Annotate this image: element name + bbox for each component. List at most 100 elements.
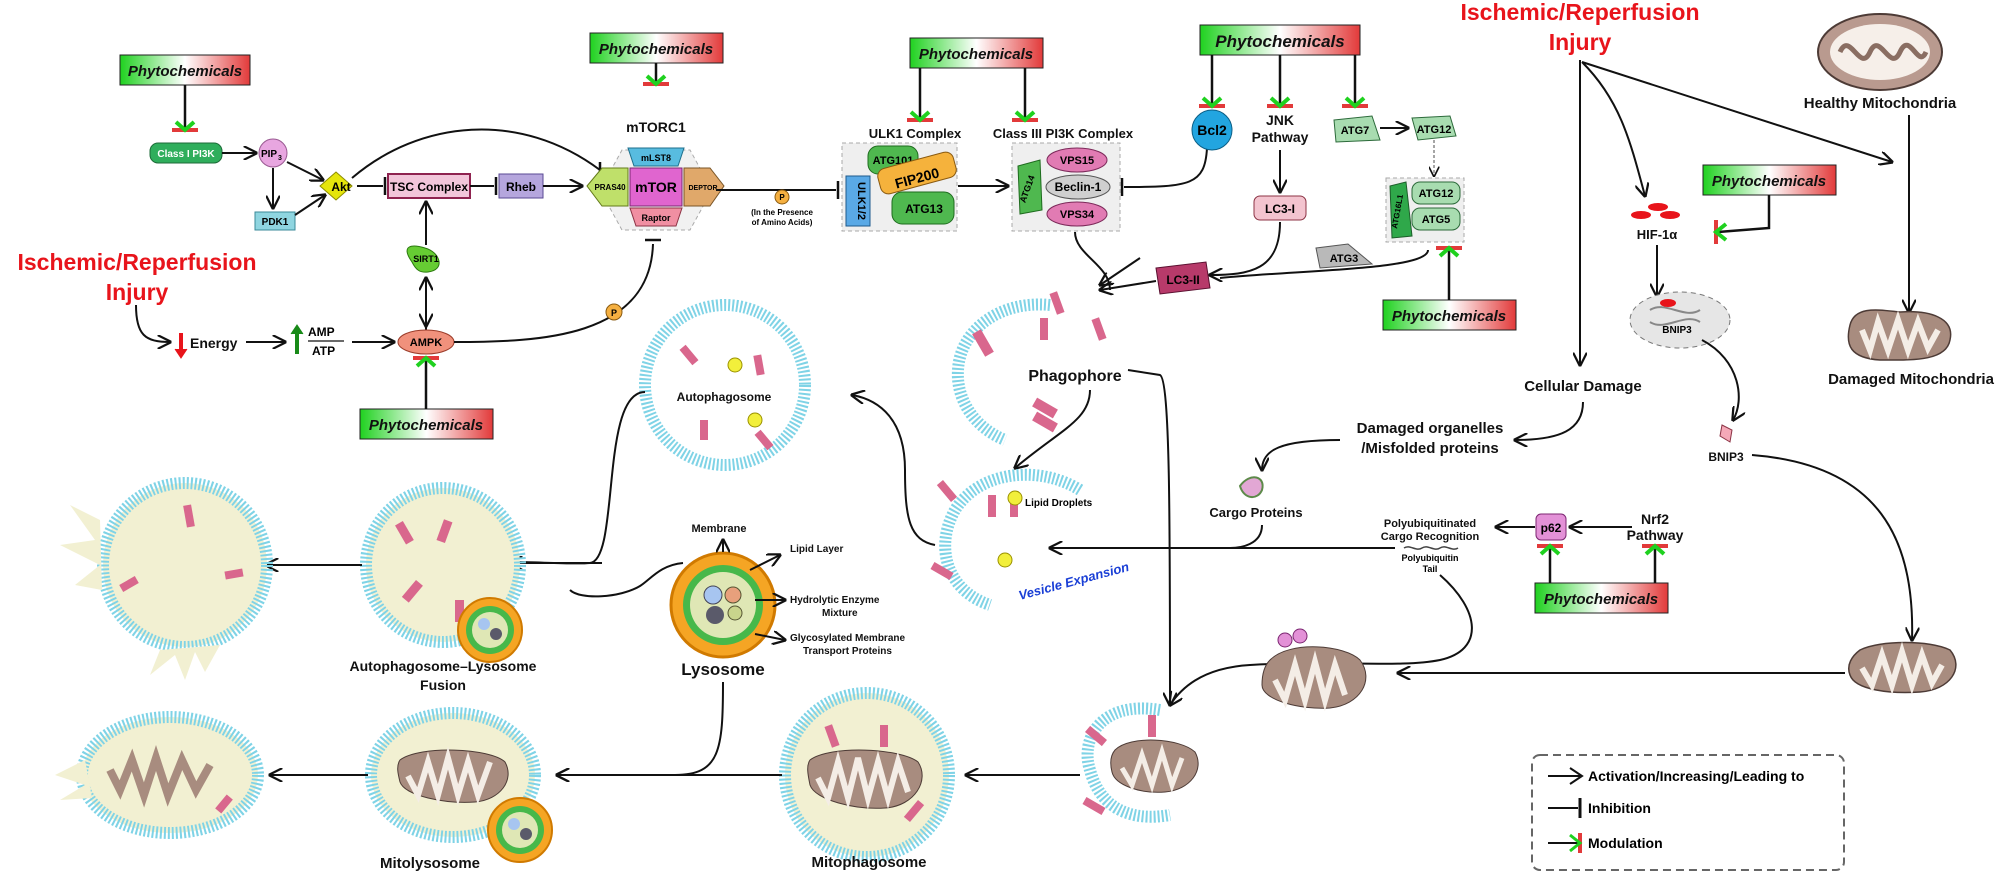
atp-label: ATP xyxy=(312,344,335,358)
fusion-line2: Fusion xyxy=(420,677,466,693)
legend-inhibition: Inhibition xyxy=(1548,798,1651,818)
phyto-label: Phytochemicals xyxy=(369,417,483,434)
nrf2-line2: Pathway xyxy=(1627,527,1684,543)
beclin1-label: Beclin-1 xyxy=(1055,180,1102,194)
ulk12-label: ULK1/2 xyxy=(855,182,867,220)
p62-node: p62 xyxy=(1535,513,1567,541)
energy-node: Energy xyxy=(174,333,238,359)
hif1a-node: HIF-1α xyxy=(1631,203,1680,242)
healthy-mitochondria: Healthy Mitochondria xyxy=(1804,13,1957,112)
degraded-mitolysosome xyxy=(55,711,264,839)
bcl2-label: Bcl2 xyxy=(1197,122,1227,138)
modulation-bars xyxy=(172,74,1728,556)
hydrolytic-line1: Hydrolytic Enzyme xyxy=(790,595,880,606)
phagophore-label: Phagophore xyxy=(1028,368,1121,385)
phyto-box-mtorc1: Phytochemicals xyxy=(589,32,724,64)
damaged-organelles-line1: Damaged organelles xyxy=(1357,420,1504,437)
deptor-label: DEPTOR xyxy=(688,185,717,192)
ampk-node: AMPK xyxy=(397,329,455,355)
amp-atp-ratio: AMP ATP xyxy=(290,324,344,358)
title-ischemic-right: Ischemic/Reperfusion Injury xyxy=(1460,0,1699,55)
pras40-label: PRAS40 xyxy=(594,183,626,192)
bnip3-dna: BNIP3 xyxy=(1629,291,1731,349)
akt-node: Akt xyxy=(319,171,353,201)
phyto-box-p62: Phytochemicals xyxy=(1534,582,1669,614)
jnk-line2: Pathway xyxy=(1252,129,1309,145)
tsc-label: TSC Complex xyxy=(390,180,468,194)
sirt1-label: SIRT1 xyxy=(413,254,439,264)
polyub-line1: Polyubiquitinated xyxy=(1384,518,1476,530)
class1-pi3k-node: Class I PI3K xyxy=(149,142,223,164)
vps15-label: VPS15 xyxy=(1060,155,1094,167)
vps34-label: VPS34 xyxy=(1060,209,1095,221)
phyto-box-ulk1: Phytochemicals xyxy=(909,37,1044,69)
class3-pi3k-title: Class III PI3K Complex xyxy=(993,126,1134,141)
lc3i-label: LC3-I xyxy=(1265,202,1295,216)
damaged-mito-label: Damaged Mitochondria xyxy=(1828,371,1995,388)
damaged-mitochondria: Damaged Mitochondria xyxy=(1828,309,1995,388)
hydrolytic-line2: Mixture xyxy=(822,608,858,619)
healthy-mito-label: Healthy Mitochondria xyxy=(1804,95,1957,112)
phyto-box-bcl2: Phytochemicals xyxy=(1199,24,1361,56)
mitolysosome: Mitolysosome xyxy=(365,707,553,872)
phyto-label: Phytochemicals xyxy=(1392,308,1506,325)
p62-label: p62 xyxy=(1541,521,1562,535)
phyto-box-ampk: Phytochemicals xyxy=(359,408,494,440)
ampk-label: AMPK xyxy=(410,337,442,349)
lysosome-label: Lysosome xyxy=(681,660,764,679)
ischemic-left-line1: Ischemic/Reperfusion xyxy=(17,249,256,275)
phyto-label: Phytochemicals xyxy=(1215,32,1344,51)
mtorc1-complex: mLST8 mTOR PRAS40 DEPTOR Raptor xyxy=(586,147,725,231)
ischemic-left-line2: Injury xyxy=(106,279,169,305)
bnip3-node: BNIP3 xyxy=(1708,424,1744,464)
mito-with-p62-upper xyxy=(1261,628,1367,712)
phyto-box-pi3k: Phytochemicals xyxy=(119,54,251,86)
polyub-line2: Cargo Recognition xyxy=(1381,531,1480,543)
polyub-tail-line2: Tail xyxy=(1423,564,1438,574)
ulk1-complex-title: ULK1 Complex xyxy=(869,126,962,141)
vesicle-expansion: Lipid Droplets Vesicle Expansion xyxy=(930,468,1131,611)
energy-label: Energy xyxy=(190,335,238,351)
atg12-top-node: ATG12 xyxy=(1411,115,1457,141)
damaged-organelles-line2: /Misfolded proteins xyxy=(1361,440,1499,457)
mitolysosome-label: Mitolysosome xyxy=(380,855,480,872)
phagophore: Phagophore xyxy=(951,291,1122,446)
pip3-label: PIP xyxy=(261,149,277,160)
pdk1-label: PDK1 xyxy=(262,217,289,228)
mitophagosome-label: Mitophagosome xyxy=(812,854,927,871)
degraded-autolysosome xyxy=(60,477,273,680)
ischemic-right-line2: Injury xyxy=(1549,29,1612,55)
phyto-label: Phytochemicals xyxy=(919,46,1033,63)
hif1a-label: HIF-1α xyxy=(1637,227,1678,242)
polyub-tail-line1: Polyubiquitin xyxy=(1402,553,1459,563)
mitophagosome: Mitophagosome xyxy=(779,687,955,871)
legend: Activation/Increasing/Leading to Inhibit… xyxy=(1531,754,1845,871)
mtor-label: mTOR xyxy=(635,179,677,195)
mito-engulfing-phagophore xyxy=(1081,702,1199,823)
nrf2-line1: Nrf2 xyxy=(1641,511,1669,527)
atg7-node: ATG7 xyxy=(1333,115,1381,143)
phospho-p-ampk: P xyxy=(605,303,623,321)
legend-modulation: Modulation xyxy=(1548,833,1663,853)
atg5-label: ATG5 xyxy=(1422,214,1451,226)
akt-label: Akt xyxy=(331,180,350,194)
lc3i-node: LC3-I xyxy=(1253,195,1307,221)
phyto-label: Phytochemicals xyxy=(1544,591,1658,608)
bcl2-node: Bcl2 xyxy=(1191,109,1233,151)
lc3ii-node: LC3-II xyxy=(1155,261,1211,295)
legend-activation-label: Activation/Increasing/Leading to xyxy=(1588,768,1804,784)
cargo-proteins-label: Cargo Proteins xyxy=(1209,505,1302,520)
cargo-protein-icon: Cargo Proteins xyxy=(1209,476,1303,520)
ischemic-right-line1: Ischemic/Reperfusion xyxy=(1460,0,1699,25)
atg13-label: ATG13 xyxy=(905,202,943,216)
jnk-line1: JNK xyxy=(1266,112,1294,128)
lc3ii-label: LC3-II xyxy=(1166,273,1199,287)
phyto-box-atg5: Phytochemicals xyxy=(1382,299,1517,331)
mtorc1-title: mTORC1 xyxy=(626,119,686,135)
pip3-node: PIP 3 xyxy=(258,138,288,168)
class1-pi3k-label: Class I PI3K xyxy=(157,149,215,160)
atg3-label: ATG3 xyxy=(1330,253,1359,265)
atg12-top-label: ATG12 xyxy=(1417,124,1452,136)
amino-note-line2: of Amino Acids) xyxy=(752,218,813,227)
title-ischemic-left: Ischemic/Reperfusion Injury xyxy=(17,249,256,305)
